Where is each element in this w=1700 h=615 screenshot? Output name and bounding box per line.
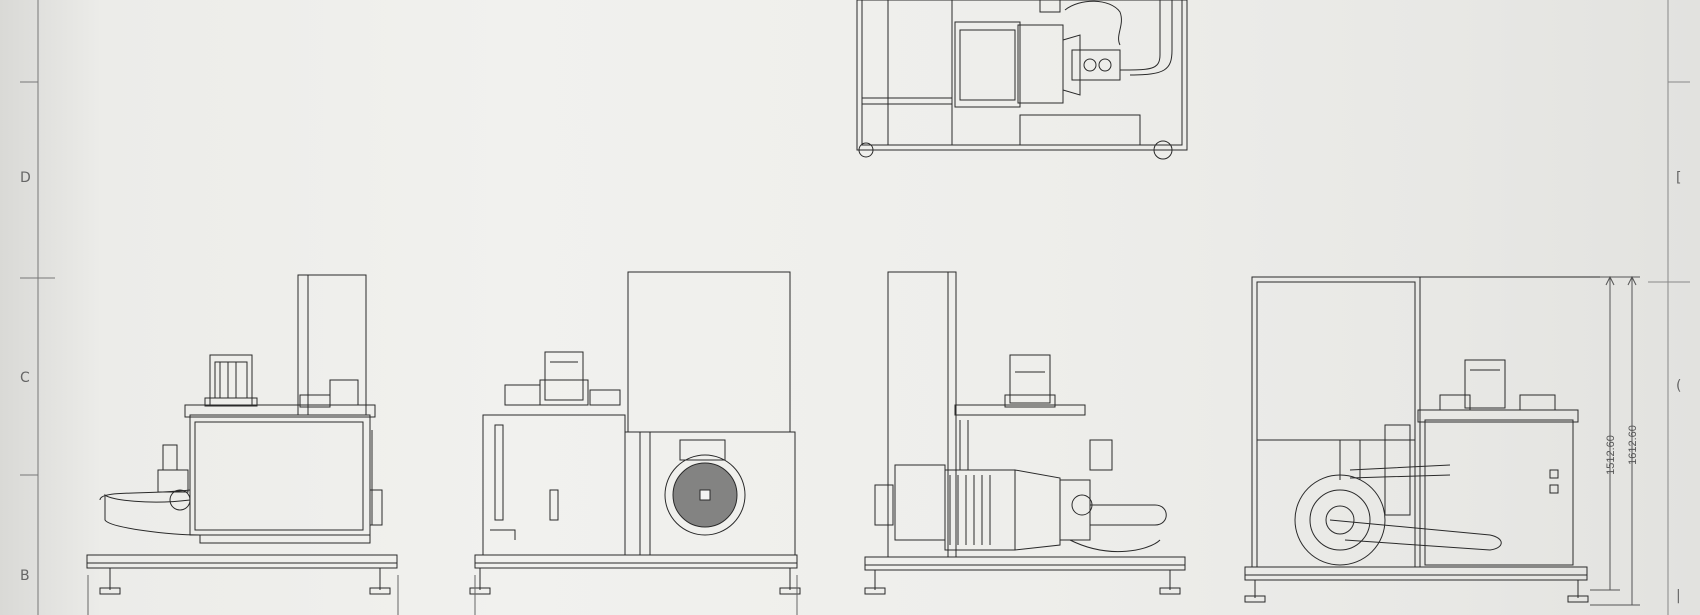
side-view-3 [865, 272, 1185, 594]
right-mark-3: | [1676, 588, 1681, 604]
top-view [857, 0, 1187, 159]
border-mark-c: C [20, 370, 30, 386]
border-mark-d: D [20, 170, 31, 186]
side-view-1 [87, 275, 398, 615]
dimension-height-outer: 1612.60 [1627, 425, 1639, 465]
border-mark-b: B [20, 568, 30, 584]
right-mark-2: ( [1676, 378, 1681, 394]
side-view-4 [1245, 277, 1640, 605]
dimension-height-inner: 1512.60 [1605, 435, 1617, 475]
side-view-2 [470, 272, 800, 615]
right-mark-1: [ [1676, 170, 1681, 186]
